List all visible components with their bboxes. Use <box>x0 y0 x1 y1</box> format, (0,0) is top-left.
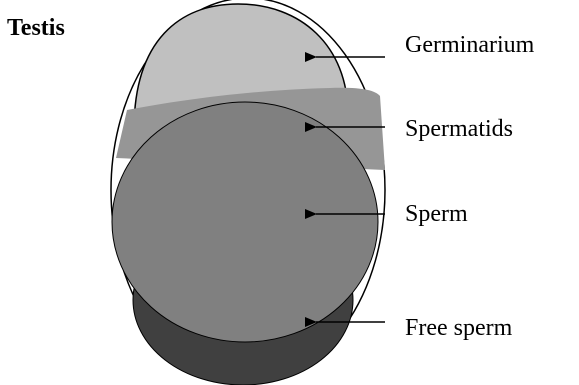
free-sperm-label: Free sperm <box>405 315 513 341</box>
diagram-title: Testis <box>7 15 65 41</box>
sperm-label: Sperm <box>405 201 468 227</box>
germinarium-label: Germinarium <box>405 32 535 58</box>
spermatids-label: Spermatids <box>405 116 513 142</box>
sperm-region <box>112 102 378 342</box>
